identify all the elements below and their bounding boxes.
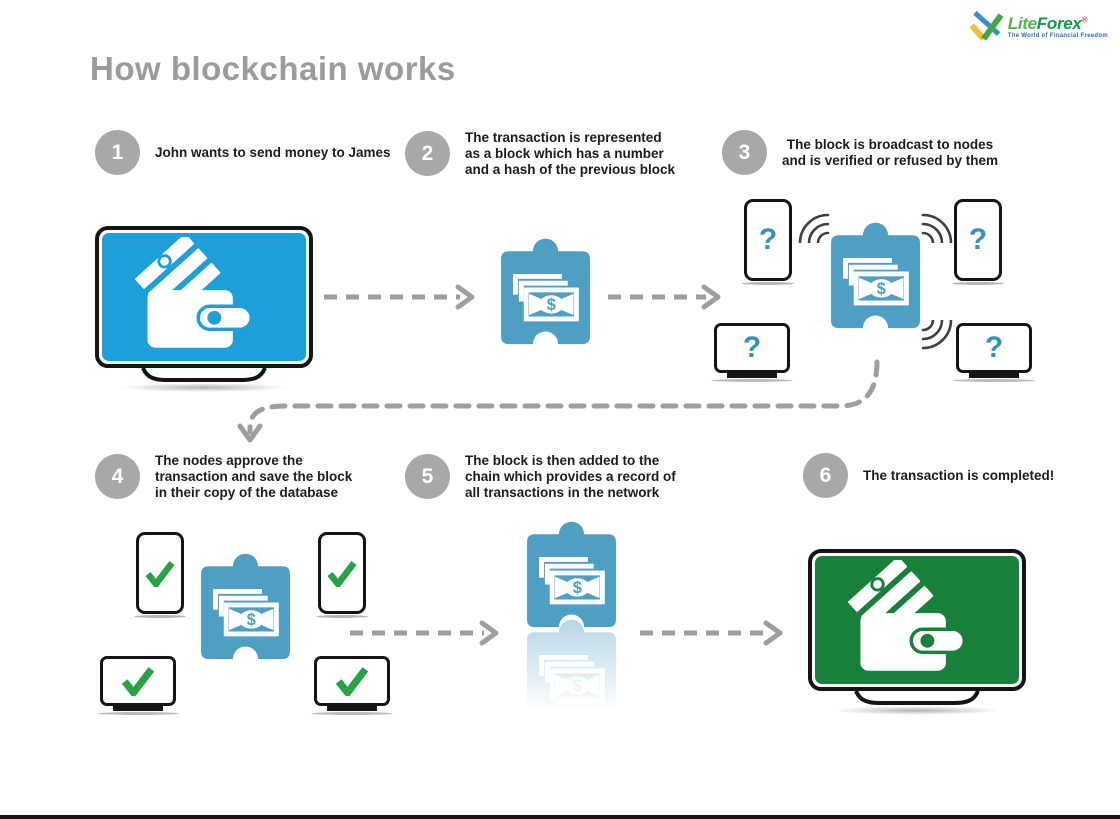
banknote-icon: $ — [213, 588, 279, 637]
banknote-icon: $ — [539, 556, 605, 605]
monitor-icon: ? — [953, 323, 1035, 382]
signal-waves-icon — [798, 213, 830, 243]
question-icon: ? — [758, 223, 778, 256]
monitor-stand — [141, 367, 267, 382]
monitor-icon — [311, 656, 393, 715]
block-icon: $ — [197, 545, 294, 661]
step-5-label: 5 The block is then added to the chain w… — [405, 453, 676, 501]
registered-mark: ® — [1081, 15, 1088, 25]
dashed-arrow-icon — [350, 620, 499, 646]
question-icon: ? — [984, 331, 1004, 364]
svg-text:$: $ — [573, 677, 582, 695]
block-icon: $ — [827, 214, 924, 330]
curved-dashed-arrow — [237, 359, 880, 443]
brand-forex: Forex — [1036, 14, 1082, 33]
step-5-badge: 5 — [405, 454, 450, 500]
phone-icon: ? — [742, 199, 794, 285]
monitor-frame — [95, 226, 313, 368]
check-icon — [335, 667, 369, 696]
step-1-text: John wants to send money to James — [155, 144, 391, 160]
banknote-icon: $ — [513, 273, 579, 322]
svg-text:$: $ — [573, 579, 582, 597]
step-2-badge: 2 — [405, 131, 450, 177]
question-icon: ? — [742, 331, 762, 364]
block-reflection: $ — [523, 611, 620, 727]
block-icon: $ — [497, 230, 594, 346]
check-icon — [327, 560, 357, 587]
monitor-icon — [97, 656, 179, 715]
brand-tagline: The World of Financial Freedom — [1007, 33, 1108, 39]
step-3-text: The block is broadcast to nodes and is v… — [782, 136, 999, 168]
step-4-badge: 4 — [95, 454, 140, 500]
brand-name: LiteForex® — [1008, 15, 1108, 32]
monitor-screen-blue — [102, 233, 306, 361]
check-icon — [145, 560, 175, 587]
step-1-label: 1 John wants to send money to James — [95, 130, 391, 175]
liteforex-logo: LiteForex® The World of Financial Freedo… — [967, 8, 1108, 46]
logo-check-icon — [969, 10, 1004, 41]
step-4-text: The nodes approve the transaction and sa… — [155, 453, 353, 500]
phone-icon — [316, 532, 368, 618]
signal-waves-icon — [921, 213, 953, 243]
step-1-badge: 1 — [95, 130, 140, 175]
svg-text:$: $ — [247, 611, 256, 629]
wallet-icon — [131, 237, 254, 348]
sender-monitor — [95, 226, 313, 392]
signal-waves-icon — [921, 320, 953, 350]
check-icon — [121, 667, 155, 696]
step-6-text: The transaction is completed! — [863, 467, 1055, 483]
brand-lite: Lite — [1007, 14, 1037, 33]
receiver-monitor — [808, 549, 1026, 715]
page-title: How blockchain works — [90, 50, 456, 87]
step-3-label: 3 The block is broadcast to nodes and is… — [722, 130, 998, 175]
monitor-shadow — [831, 706, 1003, 715]
phone-icon — [134, 532, 186, 618]
block-icon: $ — [523, 513, 620, 629]
monitor-screen-green — [815, 556, 1019, 684]
step-2-text: The transaction is represented as a bloc… — [465, 130, 676, 177]
logo-text: LiteForex® The World of Financial Freedo… — [1008, 15, 1108, 39]
monitor-stand — [854, 690, 980, 705]
svg-text:$: $ — [877, 280, 886, 298]
step-3-badge: 3 — [722, 130, 767, 175]
monitor-icon: ? — [711, 323, 793, 382]
step-6-label: 6 The transaction is completed! — [803, 453, 1054, 498]
dashed-arrow-icon — [640, 620, 783, 646]
step-6-badge: 6 — [803, 453, 848, 498]
step-5-text: The block is then added to the chain whi… — [465, 453, 676, 500]
step-4-label: 4 The nodes approve the transaction and … — [95, 453, 352, 501]
bottom-bar — [0, 815, 1120, 819]
monitor-frame — [808, 549, 1026, 691]
banknote-icon: $ — [843, 257, 909, 306]
wallet-icon — [844, 560, 967, 671]
monitor-shadow — [118, 383, 290, 392]
step-2-label: 2 The transaction is represented as a bl… — [405, 130, 675, 178]
phone-icon: ? — [952, 199, 1004, 285]
svg-text:$: $ — [547, 296, 556, 314]
question-icon: ? — [968, 223, 988, 256]
dashed-arrow-icon — [324, 284, 475, 310]
dashed-arrow-icon — [608, 284, 721, 310]
